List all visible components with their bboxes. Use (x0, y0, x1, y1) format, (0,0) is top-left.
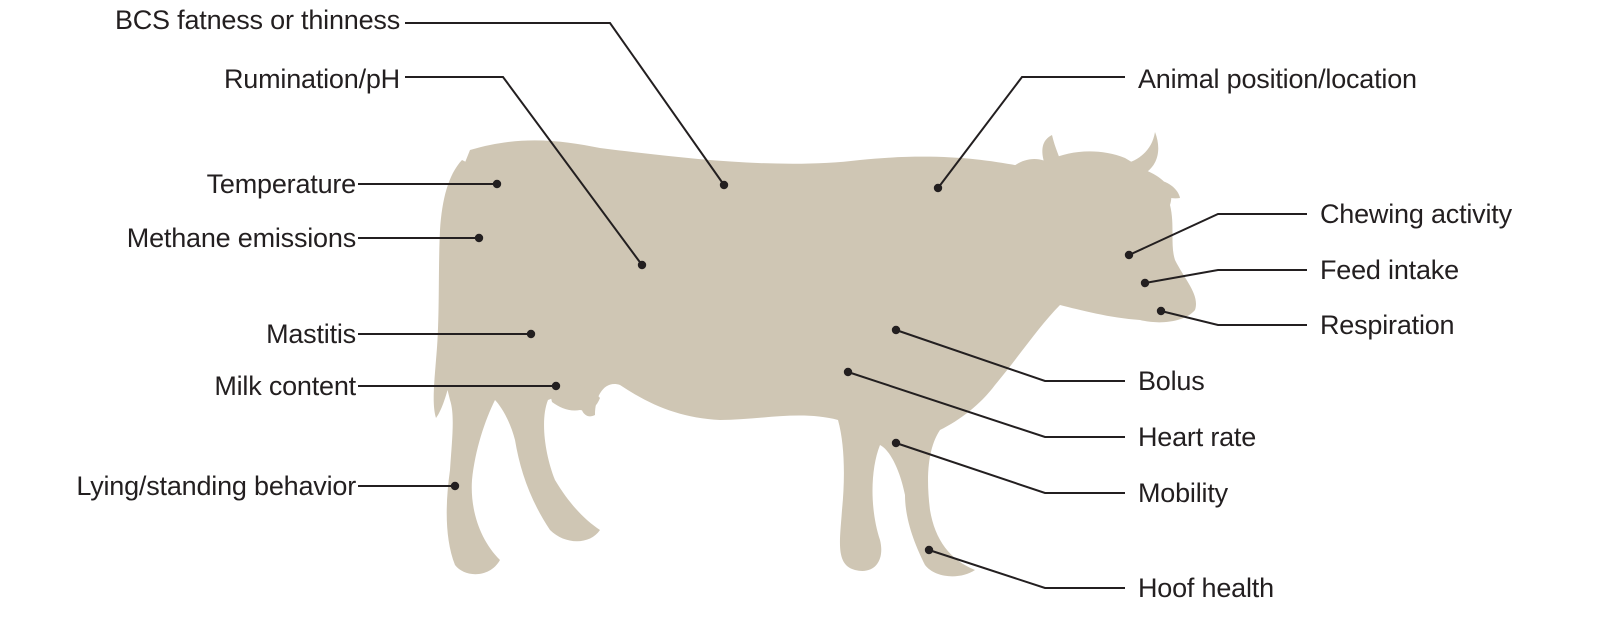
label-animal-position: Animal position/location (1138, 63, 1417, 95)
dot-bolus (892, 326, 900, 334)
dot-mastitis (527, 330, 535, 338)
label-mastitis: Mastitis (266, 318, 356, 350)
dot-mobility (892, 439, 900, 447)
dot-temperature (493, 180, 501, 188)
dot-chewing (1125, 251, 1133, 259)
label-lying-standing: Lying/standing behavior (76, 470, 356, 502)
dot-milk-content (552, 382, 560, 390)
label-temperature: Temperature (207, 168, 356, 200)
label-hoof-health: Hoof health (1138, 572, 1274, 604)
label-bolus: Bolus (1138, 365, 1205, 397)
label-milk-content: Milk content (214, 370, 356, 402)
dot-feed-intake (1141, 279, 1149, 287)
dot-lying-standing (451, 482, 459, 490)
label-respiration: Respiration (1320, 309, 1454, 341)
dot-heart-rate (844, 368, 852, 376)
cow-silhouette (434, 132, 1196, 576)
dot-hoof-health (925, 546, 933, 554)
dot-animal-position (934, 184, 942, 192)
label-mobility: Mobility (1138, 477, 1228, 509)
dot-respiration (1157, 307, 1165, 315)
label-feed-intake: Feed intake (1320, 254, 1459, 286)
dot-rumination-ph (638, 261, 646, 269)
label-rumination-ph: Rumination/pH (224, 63, 400, 95)
label-chewing-activity: Chewing activity (1320, 198, 1512, 230)
label-bcs: BCS fatness or thinness (115, 4, 400, 36)
label-heart-rate: Heart rate (1138, 421, 1256, 453)
dot-bcs (720, 181, 728, 189)
label-methane-emissions: Methane emissions (127, 222, 356, 254)
dot-methane (475, 234, 483, 242)
